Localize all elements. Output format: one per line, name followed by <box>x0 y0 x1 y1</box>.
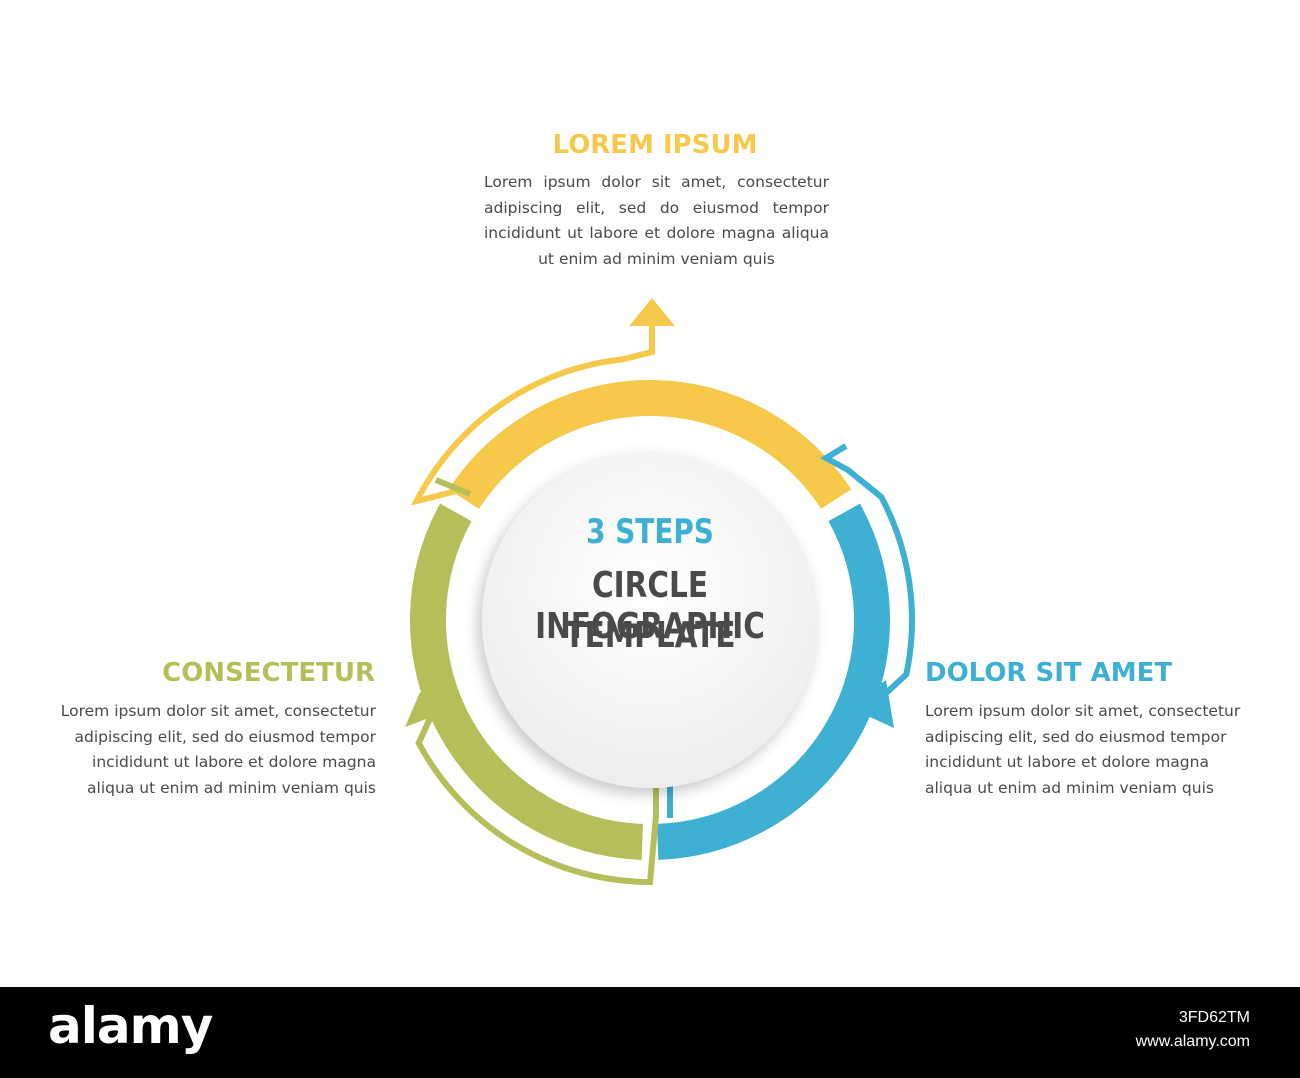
step-text-right: Lorem ipsum dolor sit amet, consectetur … <box>925 702 1241 797</box>
circle-diagram <box>405 298 916 886</box>
arrow-down-right-icon <box>848 680 894 728</box>
arrow-path-green <box>415 712 659 886</box>
center-circle <box>482 452 818 788</box>
watermark-footer: alamy 3FD62TM www.alamy.com <box>0 987 1300 1078</box>
footer-logo: alamy <box>48 997 213 1055</box>
ring-segment-green <box>409 503 643 860</box>
ring-segment-blue <box>657 503 891 860</box>
arrow-tail-green <box>434 477 472 497</box>
arrow-path-blue <box>819 443 916 709</box>
center-title-line2: TEMPLATE <box>564 615 736 656</box>
center-steps-label: 3 STEPS <box>586 512 714 552</box>
step-heading-left: CONSECTETUR <box>162 658 375 688</box>
step-text-top: Lorem ipsum dolor sit amet, consectetur … <box>484 173 829 268</box>
step-text-left: Lorem ipsum dolor sit amet, consectetur … <box>60 702 376 797</box>
arrow-path-yellow <box>410 322 655 506</box>
arrow-left-icon <box>405 692 450 727</box>
footer-image-id: 3FD62TM <box>1178 1009 1250 1026</box>
step-heading-right: DOLOR SIT AMET <box>925 658 1173 688</box>
arrow-up-icon <box>629 298 675 326</box>
step-heading-top: LOREM IPSUM <box>552 130 758 160</box>
ring-segment-yellow <box>448 379 852 509</box>
center-title-line1: CIRCLE INFOGRAPHIC <box>535 565 765 647</box>
footer-url: www.alamy.com <box>1135 1033 1250 1050</box>
